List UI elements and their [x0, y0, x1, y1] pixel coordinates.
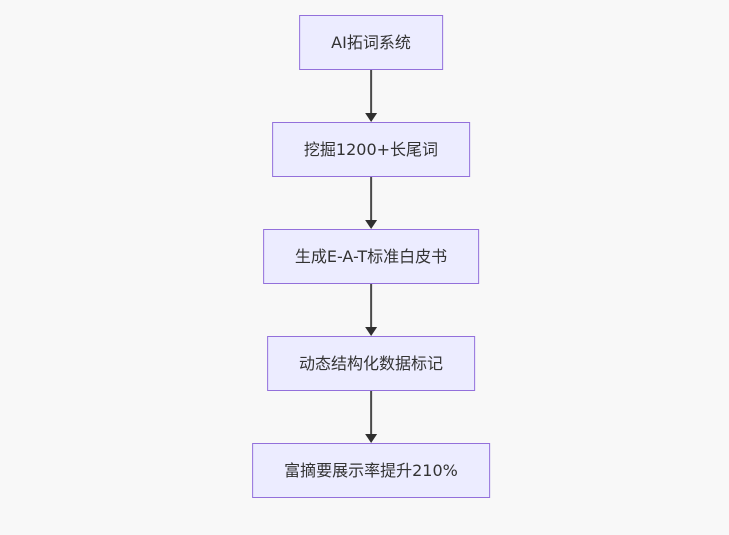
- arrow-down: [365, 391, 377, 443]
- flow-node-eat-whitepaper: 生成E-A-T标准白皮书: [262, 229, 480, 284]
- node-label: AI拓词系统: [331, 32, 411, 52]
- flow-node-longtail-mining: 挖掘1200+长尾词: [271, 122, 471, 177]
- node-label: 富摘要展示率提升210%: [284, 460, 458, 480]
- flow-node-ai-system: AI拓词系统: [299, 15, 443, 70]
- arrow-line: [370, 284, 372, 327]
- arrow-line: [370, 70, 372, 113]
- arrow-line: [370, 177, 372, 220]
- node-label: 动态结构化数据标记: [298, 353, 443, 373]
- node-label: 挖掘1200+长尾词: [303, 139, 439, 159]
- flow-node-rich-snippet-result: 富摘要展示率提升210%: [252, 443, 490, 498]
- arrow-head-icon: [365, 220, 377, 229]
- arrow-down: [365, 177, 377, 229]
- node-label: 生成E-A-T标准白皮书: [294, 246, 448, 266]
- flow-node-structured-data: 动态结构化数据标记: [266, 336, 475, 391]
- arrow-head-icon: [365, 113, 377, 122]
- flowchart-column: AI拓词系统 挖掘1200+长尾词 生成E-A-T标准白皮书 动态结构化数据标记: [252, 15, 490, 498]
- arrow-head-icon: [365, 327, 377, 336]
- arrow-head-icon: [365, 434, 377, 443]
- arrow-line: [370, 391, 372, 434]
- arrow-down: [365, 70, 377, 122]
- arrow-down: [365, 284, 377, 336]
